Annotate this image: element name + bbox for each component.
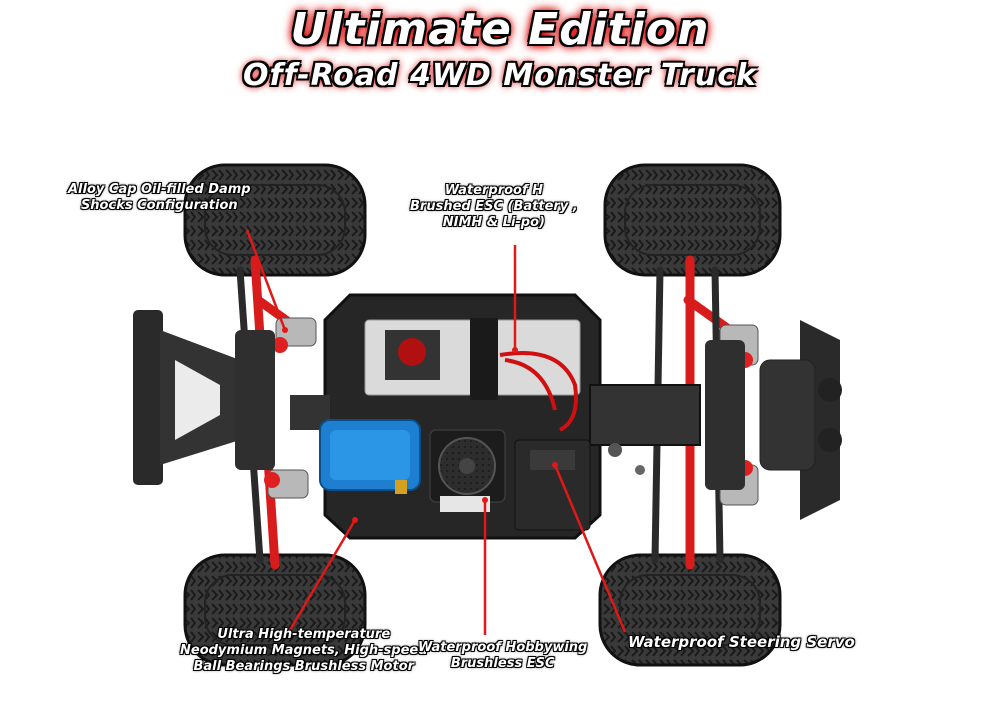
callout-servo: Waterproof Steering Servo bbox=[628, 633, 855, 651]
tire-rear-left-icon bbox=[183, 553, 367, 667]
callout-shocks-line1: Alloy Cap Oil-filled Damp bbox=[68, 182, 251, 197]
callout-hobbywing-line1: Waterproof Hobbywing bbox=[418, 640, 588, 655]
callout-brushed-esc-line1: Waterproof H bbox=[444, 183, 544, 198]
brushless-motor-icon bbox=[319, 419, 421, 494]
callout-lines bbox=[245, 229, 627, 635]
front-bumper-icon bbox=[705, 320, 842, 520]
tire-front-left-icon bbox=[183, 163, 367, 277]
callout-motor-line2: Neodymium Magnets, High-speed bbox=[180, 643, 428, 658]
callout-hobbywing-line2: Brushless ESC bbox=[450, 656, 555, 671]
callout-hobbywing-esc: Waterproof Hobbywing Brushless ESC bbox=[418, 640, 587, 672]
callout-brushed-esc-line2: Brushed ESC (Battery , bbox=[410, 199, 578, 214]
header-title: Ultimate Edition bbox=[290, 4, 710, 55]
callout-motor-line1: Ultra High-temperature bbox=[217, 627, 391, 642]
hobbywing-esc-icon bbox=[429, 429, 506, 512]
callout-motor: Ultra High-temperature Neodymium Magnets… bbox=[180, 627, 428, 675]
tire-front-right-icon bbox=[603, 163, 782, 277]
callout-shocks: Alloy Cap Oil-filled Damp Shocks Configu… bbox=[68, 182, 251, 214]
battery-wires-icon bbox=[499, 351, 578, 432]
battery-icon bbox=[364, 318, 581, 400]
steering-servo-icon bbox=[514, 439, 645, 531]
callout-shocks-line2: Shocks Configuration bbox=[80, 198, 238, 213]
callout-motor-line3: Ball Bearings Brushless Motor bbox=[193, 659, 415, 674]
header-subtitle: Off-Road 4WD Monster Truck bbox=[243, 58, 757, 93]
callout-brushed-esc-line3: NIMH & Li-po) bbox=[442, 215, 545, 230]
callout-brushed-esc: Waterproof H Brushed ESC (Battery , NIMH… bbox=[410, 183, 578, 231]
rear-bumper-icon bbox=[133, 310, 275, 485]
